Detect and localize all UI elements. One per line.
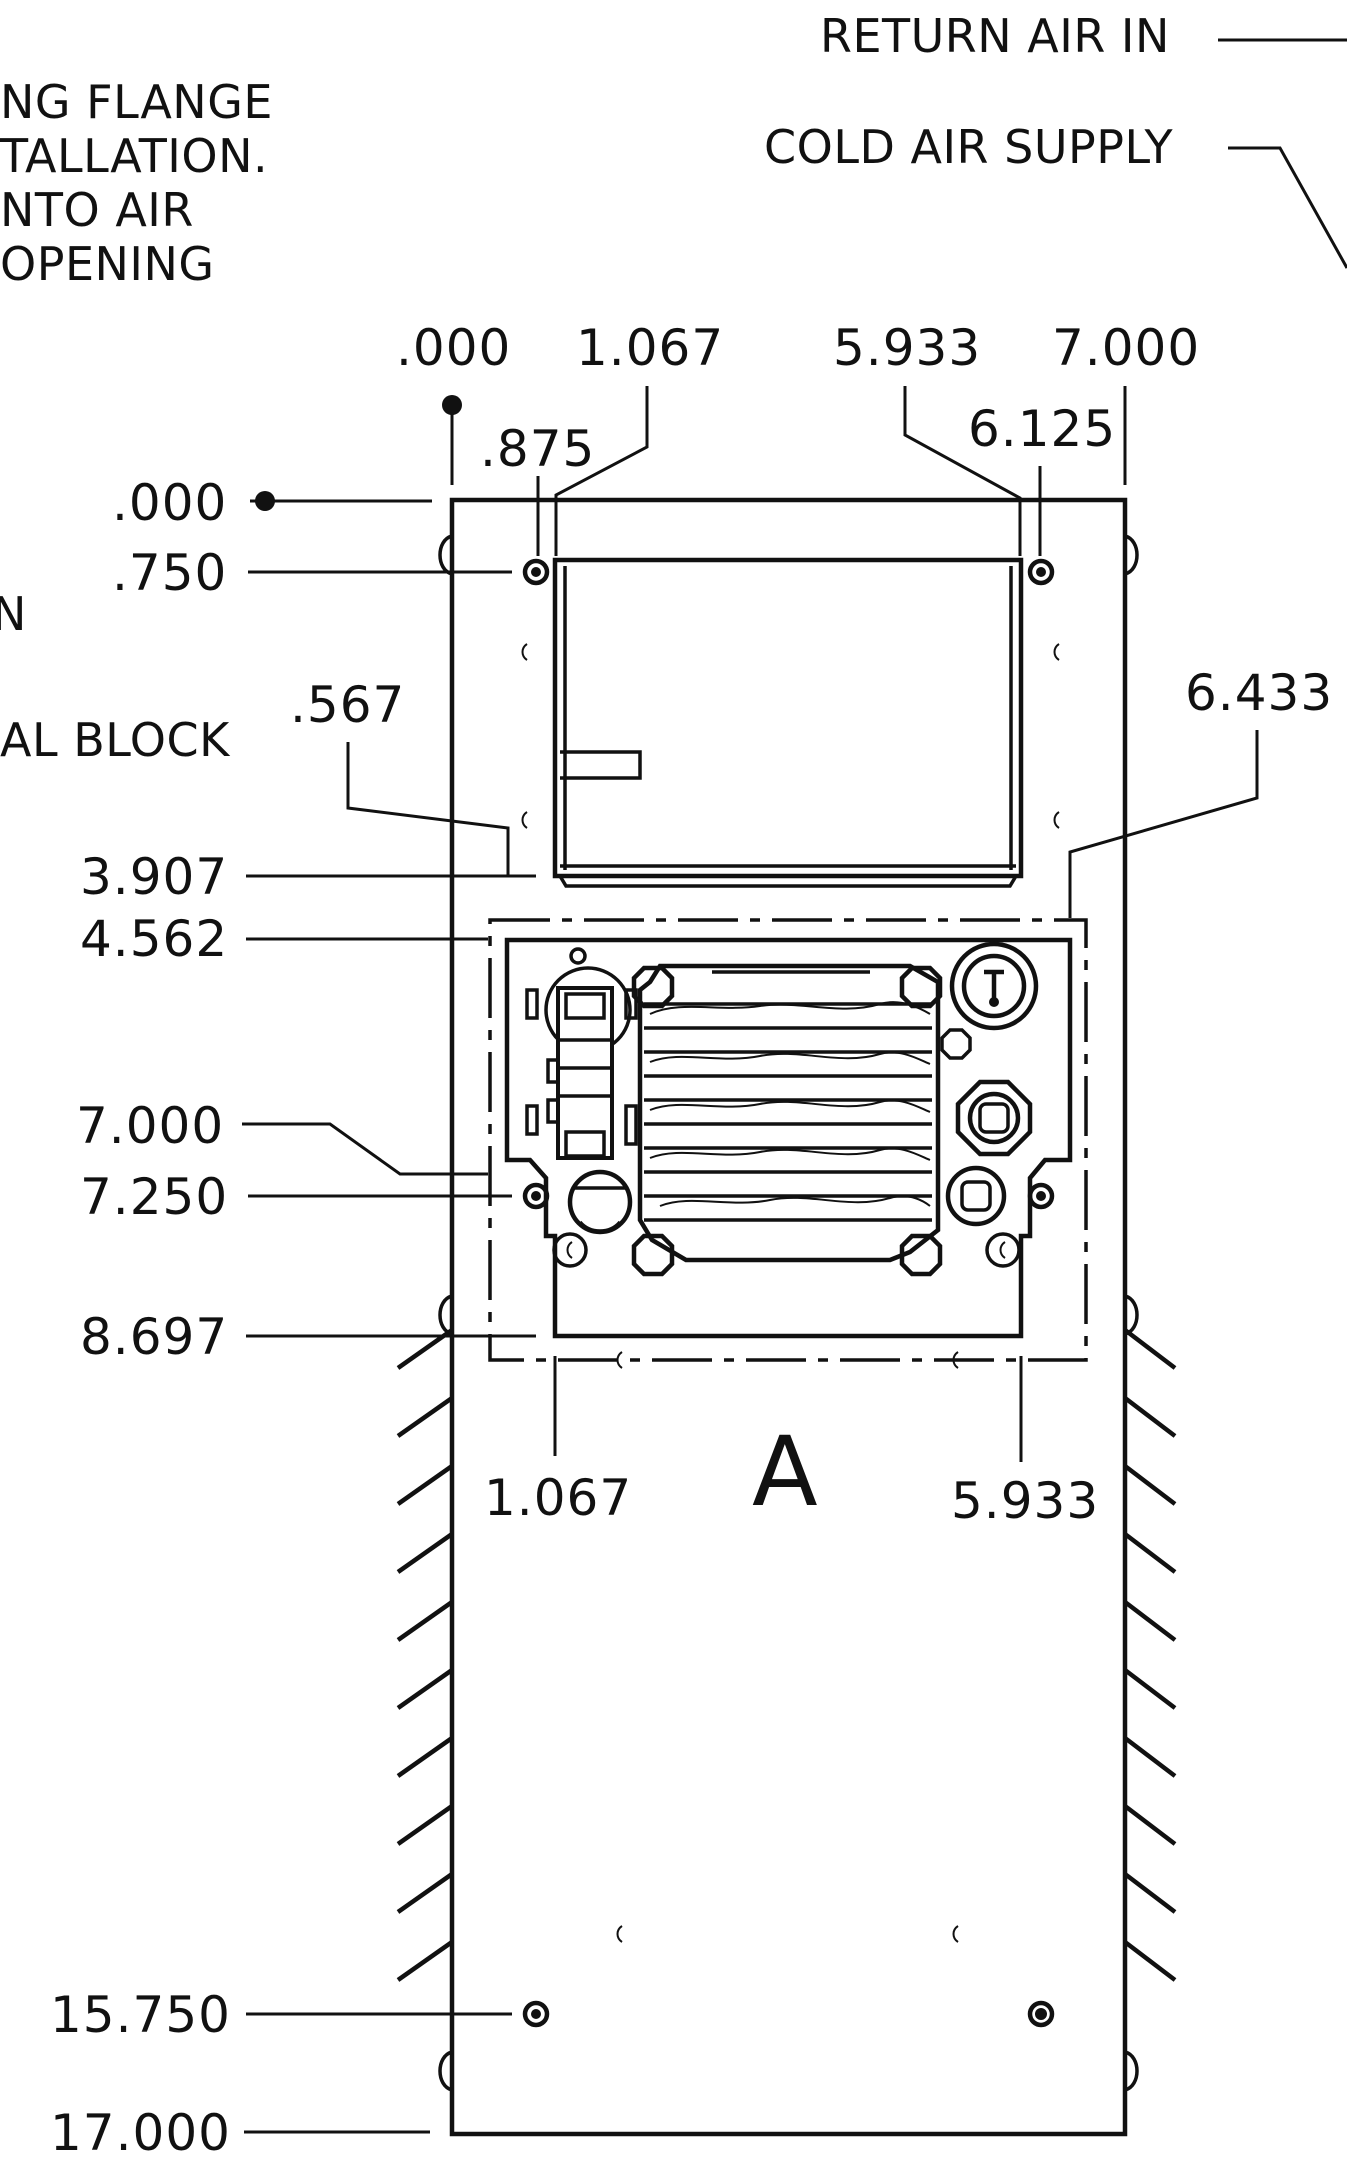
- fin: [1123, 1872, 1177, 1914]
- fin: [396, 1736, 454, 1778]
- note-return-air: RETURN AIR IN: [820, 9, 1170, 63]
- left-dim-15750: 15.750: [50, 1986, 231, 2044]
- bottom-leaders: [553, 1356, 1023, 1462]
- fin: [396, 1940, 454, 1982]
- fin: [1123, 1940, 1177, 1982]
- top-leaders: [346, 386, 1259, 918]
- fin: [1123, 1396, 1177, 1438]
- note-flange-line3: NTO AIR: [0, 183, 194, 237]
- mounting-holes-bottom: [522, 2000, 1055, 2028]
- fin: [396, 1872, 454, 1914]
- fin: [1123, 1668, 1177, 1710]
- note-partial-n: N: [0, 587, 27, 641]
- left-dim-7250: 7.250: [80, 1168, 228, 1226]
- control-panel: [504, 937, 1073, 1339]
- top-dim-6433: 6.433: [1185, 664, 1333, 722]
- top-dim-567: .567: [290, 676, 405, 734]
- left-dim-750: .750: [112, 544, 227, 602]
- top-dim-5933: 5.933: [833, 319, 981, 377]
- fin: [396, 1804, 454, 1846]
- bottom-dim-5933: 5.933: [951, 1472, 1099, 1530]
- left-dim-7000: 7.000: [76, 1097, 224, 1155]
- note-cold-air: COLD AIR SUPPLY: [764, 120, 1173, 174]
- control-panel-outline: [488, 918, 1088, 1362]
- return-air-box: [552, 557, 1024, 888]
- note-flange-line2: TALLATION.: [0, 129, 268, 183]
- left-dim-4562: 4.562: [80, 910, 228, 968]
- top-dim-6125: 6.125: [968, 400, 1116, 458]
- left-leaders: [242, 491, 536, 2134]
- fin: [396, 1668, 454, 1710]
- note-flange-line1: NG FLANGE: [0, 75, 273, 129]
- left-dim-8697: 8.697: [80, 1308, 228, 1366]
- main-housing: [449, 497, 1128, 2137]
- mounting-holes-top: [522, 558, 1055, 586]
- top-dim-000: .000: [396, 319, 511, 377]
- fin: [396, 1328, 454, 1370]
- fin: [1123, 1600, 1177, 1642]
- top-dim-875: .875: [480, 420, 595, 478]
- view-label: A: [752, 1416, 818, 1528]
- note-flange-line4: OPENING: [0, 237, 215, 291]
- left-dim-17000: 17.000: [50, 2104, 231, 2162]
- left-fins: [396, 1328, 454, 1982]
- top-dim-7000: 7.000: [1052, 319, 1200, 377]
- fin: [1123, 1532, 1177, 1574]
- fin: [396, 1600, 454, 1642]
- top-dim-1067: 1.067: [576, 319, 724, 377]
- fin: [396, 1532, 454, 1574]
- fin: [396, 1396, 454, 1438]
- leader-cold-air: [1228, 146, 1347, 269]
- note-terminal-block: AL BLOCK: [0, 713, 231, 767]
- fin: [1123, 1328, 1177, 1370]
- small-marks: [521, 643, 1060, 1943]
- fin: [396, 1464, 454, 1506]
- bottom-dim-1067: 1.067: [484, 1469, 632, 1527]
- right-fins: [1123, 1328, 1177, 1982]
- side-knobs: [438, 534, 1139, 2092]
- fin: [1123, 1736, 1177, 1778]
- fin: [1123, 1804, 1177, 1846]
- left-dim-3907: 3.907: [80, 848, 228, 906]
- fin: [1123, 1464, 1177, 1506]
- left-dim-000: .000: [112, 474, 227, 532]
